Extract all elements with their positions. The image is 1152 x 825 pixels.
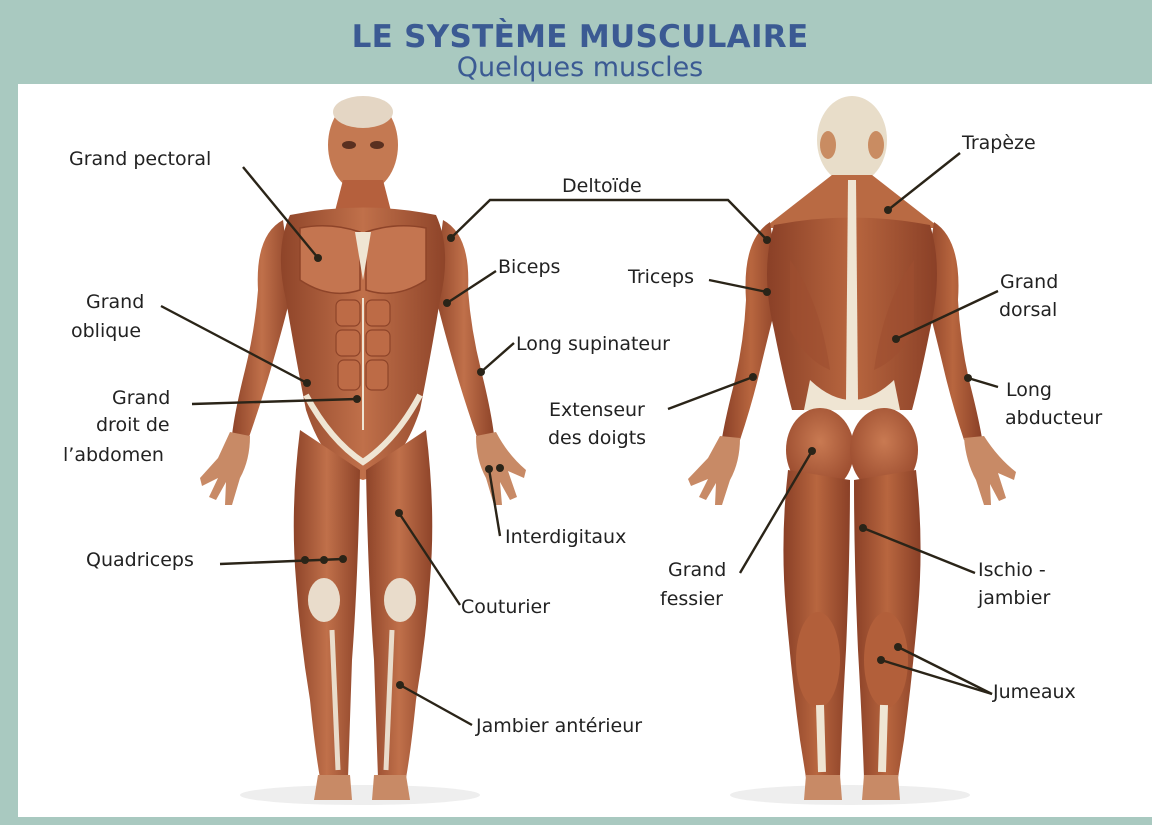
diagram-panel: Grand pectoral Deltoïde Trapèze Biceps T… [18, 84, 1152, 817]
page-subtitle: Quelques muscles [8, 54, 1152, 82]
back-body-figure [688, 96, 1016, 805]
label-grand-pectoral: Grand pectoral [69, 148, 211, 170]
page-title: LE SYSTÈME MUSCULAIRE [8, 20, 1152, 54]
label-deltoide: Deltoïde [562, 175, 642, 197]
muscle-labels: Grand pectoral Deltoïde Trapèze Biceps T… [63, 132, 1102, 737]
label-long-supinateur: Long supinateur [516, 333, 670, 355]
label-grand-droit-line3: l’abdomen [63, 444, 164, 466]
label-trapeze: Trapèze [961, 132, 1036, 154]
label-interdigitaux: Interdigitaux [505, 526, 626, 548]
label-ischio-line1: Ischio - [978, 559, 1046, 581]
label-grand-dorsal-line1: Grand [1000, 271, 1058, 293]
label-long-abducteur-line2: abducteur [1005, 407, 1102, 429]
label-grand-fessier-line1: Grand [668, 559, 726, 581]
label-long-abducteur-line1: Long [1006, 379, 1052, 401]
label-ischio-line2: jambier [977, 587, 1050, 609]
label-grand-dorsal-line2: dorsal [999, 299, 1057, 321]
label-triceps: Triceps [627, 266, 694, 288]
label-jumeaux: Jumeaux [992, 681, 1076, 703]
label-grand-oblique-line1: Grand [86, 291, 144, 313]
label-extenseur-line2: des doigts [548, 427, 646, 449]
label-grand-droit-line1: Grand [112, 387, 170, 409]
label-grand-droit-line2: droit de [96, 414, 170, 436]
front-body-figure [200, 96, 526, 805]
label-grand-fessier-line2: fessier [660, 588, 723, 610]
header: LE SYSTÈME MUSCULAIRE Quelques muscles [8, 8, 1152, 84]
label-jambier-anterieur: Jambier antérieur [475, 715, 642, 737]
label-extenseur-line1: Extenseur [549, 399, 645, 421]
label-couturier: Couturier [461, 596, 550, 618]
label-quadriceps: Quadriceps [86, 549, 194, 571]
muscle-diagram: Grand pectoral Deltoïde Trapèze Biceps T… [18, 84, 1152, 817]
label-grand-oblique-line2: oblique [71, 320, 141, 342]
label-biceps: Biceps [498, 256, 560, 278]
